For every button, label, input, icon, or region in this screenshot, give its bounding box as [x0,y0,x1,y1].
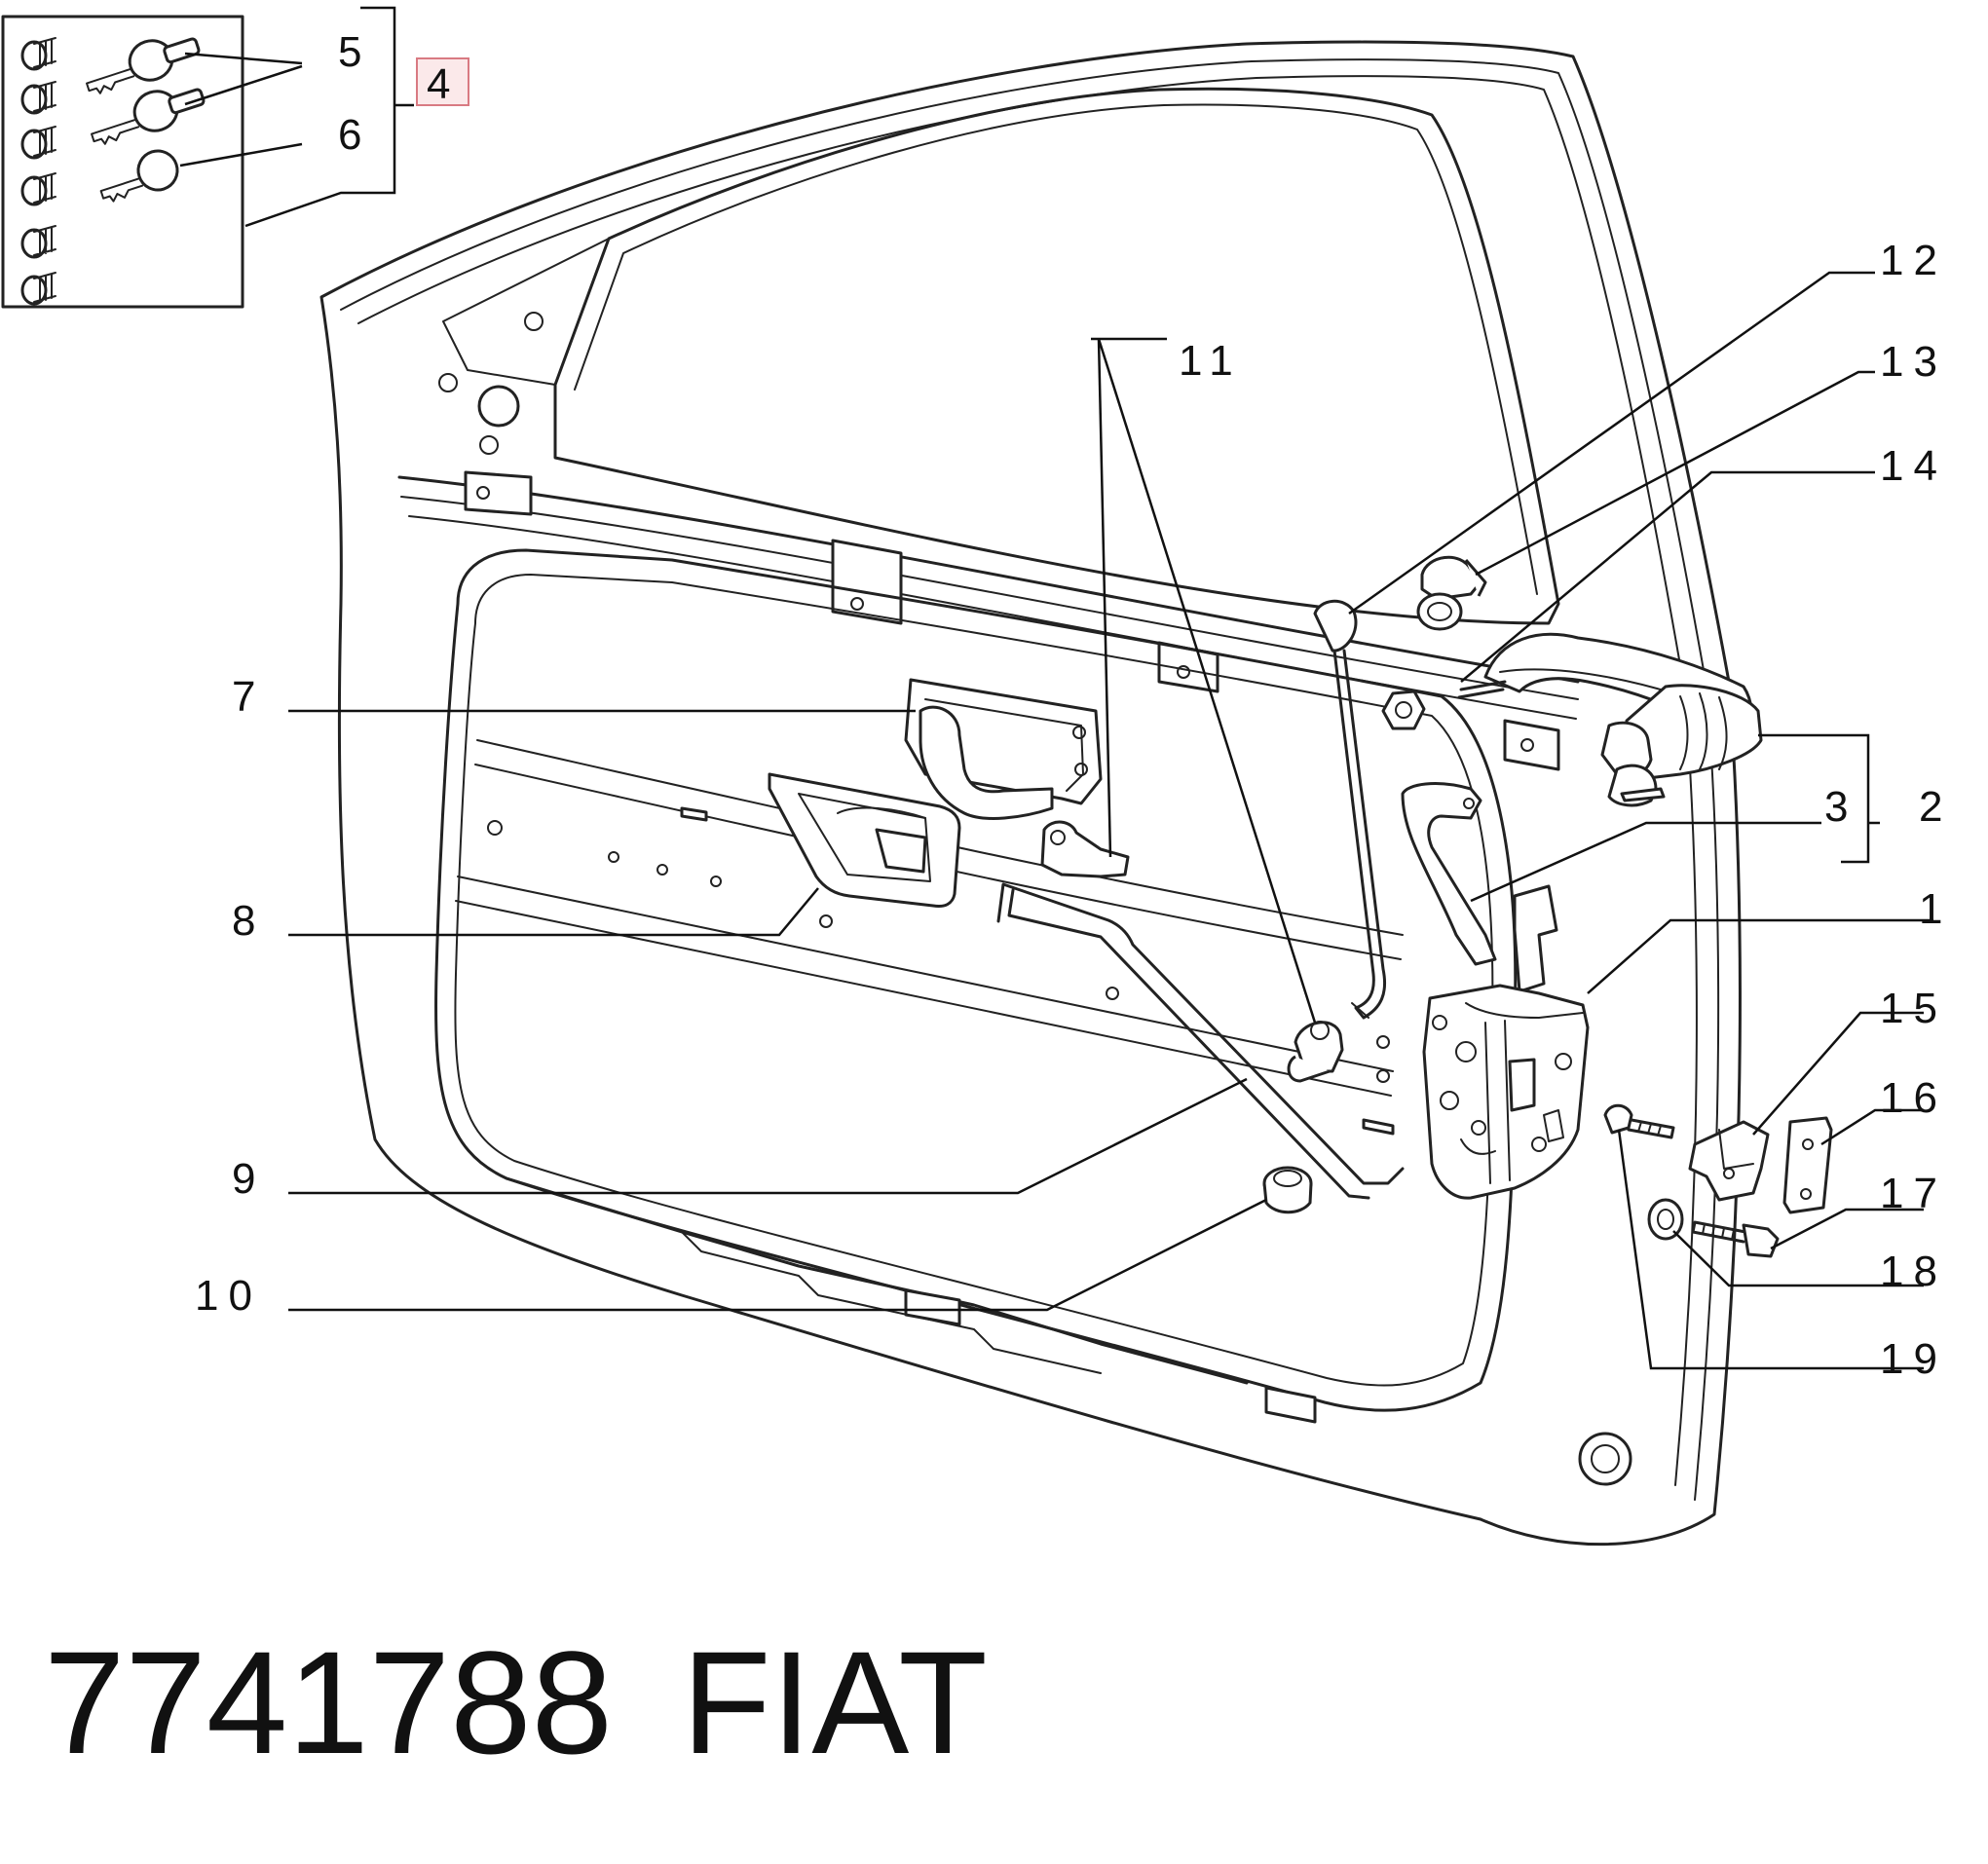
outer-handle-part [1457,632,1763,807]
lock-cylinder-icons [20,37,56,306]
screw-part-upper [1603,1103,1675,1139]
striker-bracket-part [1688,1120,1770,1202]
door-lock-latch-part [1422,884,1590,1200]
callout-9[interactable]: 9 [232,1155,265,1203]
leader-lines [288,271,1933,1370]
callout-17[interactable]: 17 [1880,1170,1947,1217]
bolt-part [1691,1220,1780,1258]
callout-1[interactable]: 1 [1919,885,1952,933]
inset-lock-set [1,6,414,309]
callout-7[interactable]: 7 [232,673,265,721]
callout-18[interactable]: 18 [1880,1248,1947,1295]
callout-2[interactable]: 2 [1919,783,1952,831]
inner-handle-part [904,678,1103,820]
callout-14[interactable]: 14 [1880,442,1947,490]
part-number: 7741788 [44,1621,613,1784]
clip-part-upper [1040,820,1130,878]
clip-part-lower [1287,1021,1344,1083]
plug-part [1262,1166,1313,1214]
callout-16[interactable]: 16 [1880,1074,1947,1122]
nut-part [1381,690,1426,730]
callout-6[interactable]: 6 [338,111,371,159]
highlighted-callout-box [416,57,469,106]
part-caption: 7741788 FIAT [44,1621,988,1784]
callout-15[interactable]: 15 [1880,985,1947,1032]
callout-12[interactable]: 12 [1880,237,1947,284]
key-icons [86,37,206,203]
washer-part [1647,1198,1684,1241]
brand-name: FIAT [682,1621,988,1784]
callout-11[interactable]: 11 [1179,337,1243,385]
grommet-part [1416,555,1487,631]
callout-5[interactable]: 5 [338,28,371,76]
striker-plate-part [1782,1116,1833,1214]
callout-8[interactable]: 8 [232,897,265,945]
callout-labels: 4 5 6 7 8 9 10 11 12 13 14 3 2 1 15 16 1… [195,28,1952,1383]
lock-button-rod-part [1313,599,1387,1020]
lock-bracket-part [1401,782,1497,966]
callout-4[interactable]: 4 [427,60,460,108]
callout-13[interactable]: 13 [1880,338,1947,386]
callout-10[interactable]: 10 [195,1272,262,1320]
handle-bezel-part [768,772,961,908]
control-rod-part [996,882,1405,1200]
callout-19[interactable]: 19 [1880,1335,1947,1383]
door-frame [319,40,1742,1547]
callout-3[interactable]: 3 [1824,783,1857,831]
